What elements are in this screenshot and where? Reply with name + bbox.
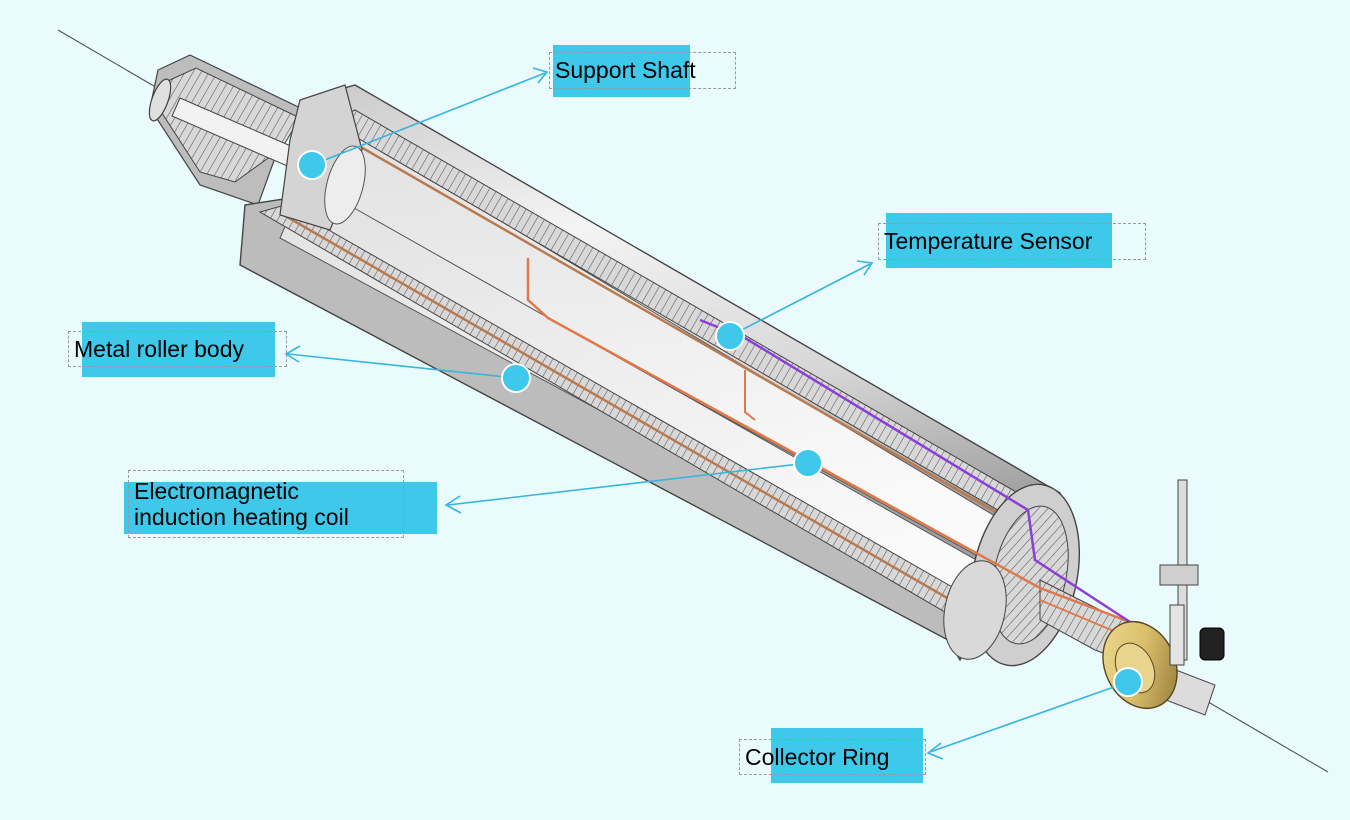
roller-body bbox=[239, 84, 1216, 716]
label-temperature-sensor: Temperature Sensor bbox=[878, 213, 1146, 268]
leader-metal-roller-body bbox=[287, 353, 517, 379]
label-collector-ring-text: Collector Ring bbox=[745, 743, 890, 770]
leader-induction-coil bbox=[447, 462, 809, 506]
label-collector-ring: Collector Ring bbox=[739, 728, 926, 783]
label-induction-coil: Electromagnetic induction heating coil bbox=[124, 470, 437, 538]
leader-support-shaft bbox=[311, 72, 546, 166]
leader-temperature-sensor bbox=[729, 263, 871, 337]
label-temperature-sensor-text: Temperature Sensor bbox=[884, 228, 1093, 255]
marker-metal-roller-body bbox=[501, 363, 531, 393]
marker-collector-ring bbox=[1113, 667, 1143, 697]
marker-temperature-sensor bbox=[715, 321, 745, 351]
markers bbox=[297, 150, 1143, 697]
heating-wire bbox=[526, 258, 1131, 624]
left-shaft bbox=[148, 54, 317, 206]
leader-collector-ring bbox=[929, 681, 1129, 753]
leader-lines bbox=[284, 67, 1129, 760]
marker-support-shaft bbox=[297, 150, 327, 180]
label-support-shaft: Support Shaft bbox=[549, 45, 736, 97]
marker-induction-coil bbox=[793, 448, 823, 478]
label-support-shaft-text: Support Shaft bbox=[555, 57, 696, 84]
label-metal-roller-body: Metal roller body bbox=[68, 322, 287, 377]
label-induction-coil-text: Electromagnetic induction heating coil bbox=[134, 477, 349, 530]
label-metal-roller-body-text: Metal roller body bbox=[74, 335, 245, 362]
